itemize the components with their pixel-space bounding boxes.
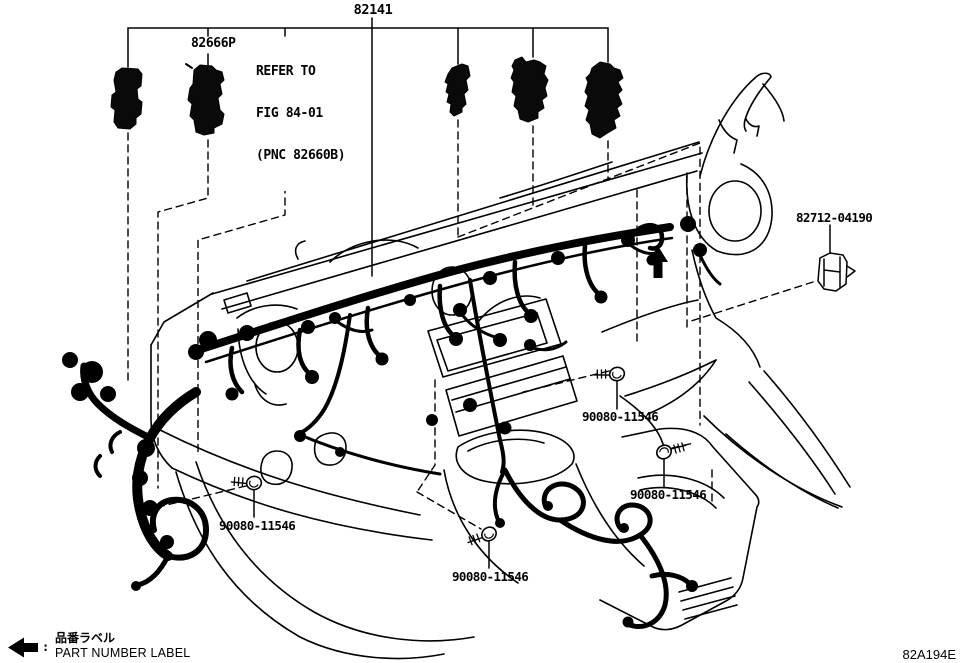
bolt-label-2[interactable]: 90080-11546 — [630, 487, 707, 502]
vent-slats — [679, 578, 737, 619]
connector-block-5 — [511, 57, 548, 122]
connector-blocks — [111, 57, 623, 157]
part-label-82141[interactable]: 82141 — [353, 2, 393, 18]
part-number-label-arrow-icon — [648, 246, 668, 278]
left-harness-bundle — [62, 352, 206, 591]
connector-block-6 — [585, 62, 623, 138]
refer-note-line1: REFER TO — [256, 64, 316, 79]
legend-colon: : — [42, 640, 50, 654]
bolt-label-4[interactable]: 90080-11546 — [452, 569, 529, 584]
legend-label-ja: 品番ラベル — [55, 631, 116, 645]
clip-icon — [818, 253, 855, 291]
bolt-icon-1 — [592, 362, 627, 387]
figure-code: 82A194E — [902, 647, 957, 662]
wiring-harness — [62, 216, 720, 628]
part-label-82666p[interactable]: 82666P — [190, 36, 237, 51]
connector-block-1 — [111, 68, 142, 129]
bolt-label-1[interactable]: 90080-11546 — [582, 409, 659, 424]
refer-note[interactable]: REFER TO FIG 84-01 (PNC 82660B) — [255, 37, 347, 191]
refer-note-line3: (PNC 82660B) — [256, 148, 346, 163]
bolt-icon-3 — [229, 472, 264, 495]
bolt-label-3[interactable]: 90080-11546 — [219, 518, 296, 533]
connector-block-2 — [188, 65, 224, 135]
bolt-icon-2 — [653, 434, 689, 465]
refer-note-line2: FIG 84-01 — [256, 106, 323, 121]
callout-lines — [128, 18, 830, 568]
harness-connector-blobs — [188, 216, 707, 457]
legend-label-en: PART NUMBER LABEL — [55, 646, 191, 660]
floor-harness — [495, 470, 698, 628]
legend-arrow-icon — [8, 637, 38, 658]
part-label-82712-04190[interactable]: 82712-04190 — [796, 210, 873, 225]
connector-block-4 — [445, 64, 470, 116]
